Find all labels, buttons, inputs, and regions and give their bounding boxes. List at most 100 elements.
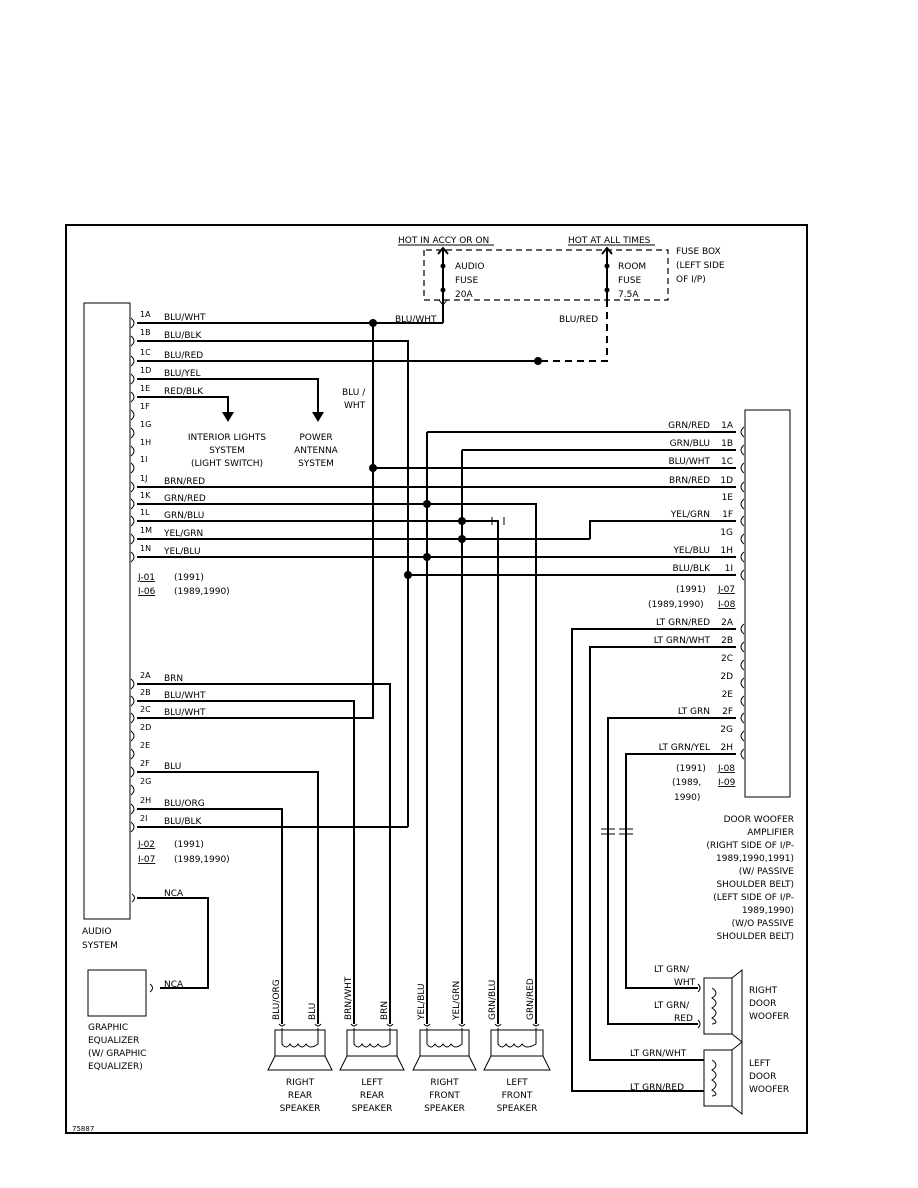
audio-wire-label: BRN — [164, 674, 183, 684]
audio-pin-label: 1H — [140, 438, 151, 447]
audio-pin-label: 1F — [140, 402, 150, 411]
equalizer-label-4: EQUALIZER) — [88, 1062, 143, 1072]
left-woofer-label-3: WOOFER — [749, 1085, 789, 1095]
audio-conn1-years-2: (1989,1990) — [174, 587, 230, 597]
right-woofer-wire-1a: LT GRN/ — [654, 965, 690, 975]
fuse-box: HOT IN ACCY OR ON HOT AT ALL TIMES FUSE … — [395, 236, 725, 325]
amp-wire-label: GRN/RED — [668, 421, 710, 431]
amp-pin-label: 2F — [722, 707, 733, 717]
interior-lights-arrow-icon — [222, 412, 234, 422]
amp-wire-label: BRN/RED — [669, 476, 710, 486]
audio-pin-label: 1I — [140, 455, 147, 464]
pin-bracket — [130, 481, 135, 493]
pin-bracket — [740, 569, 745, 581]
amp-pin-label: 1F — [722, 510, 733, 520]
audio-wire-label: BLU/WHT — [164, 708, 206, 718]
svg-text:AMPLIFIER: AMPLIFIER — [747, 828, 794, 838]
speaker-label: RIGHT — [430, 1078, 459, 1088]
svg-text:(W/O PASSIVE: (W/O PASSIVE — [732, 919, 795, 929]
pin-bracket — [130, 515, 135, 527]
pin-bracket — [740, 677, 745, 689]
pin-bracket — [130, 730, 135, 742]
audio-conn2-id-1: J-02 — [137, 840, 155, 850]
amp-conn2-id-2: I-09 — [718, 778, 736, 788]
svg-text:DOOR WOOFER: DOOR WOOFER — [724, 815, 794, 825]
audio-conn2-years-1: (1991) — [174, 840, 204, 850]
pin-bracket — [130, 498, 135, 510]
audio-pin-label: 1D — [140, 366, 151, 375]
pin-bracket — [130, 335, 135, 347]
amp-pin-label: 2C — [721, 654, 733, 664]
audio-pin-label: 1B — [140, 328, 151, 337]
power-antenna-arrow-icon — [312, 412, 324, 422]
left-door-woofer: LEFT DOOR WOOFER LT GRN/WHT LT GRN/RED — [630, 1040, 789, 1116]
speaker-wire-label: BLU — [308, 1003, 318, 1020]
fuse-box-label-3: OF I/P) — [676, 275, 706, 285]
audio-fuse-label-1: AUDIO — [455, 262, 484, 272]
svg-text:(RIGHT SIDE OF I/P-: (RIGHT SIDE OF I/P- — [706, 841, 794, 851]
amp-wire-label: LT GRN — [678, 707, 710, 717]
audio-pin-label: 2I — [140, 814, 147, 823]
audio-wire-label: BLU/RED — [164, 351, 203, 361]
pin-bracket — [130, 821, 135, 833]
left-woofer-wire-1: LT GRN/WHT — [630, 1049, 687, 1059]
amp-pin-label: 1C — [721, 457, 733, 467]
left-woofer-wire-2: LT GRN/RED — [630, 1083, 684, 1093]
speaker-label: SPEAKER — [424, 1104, 465, 1114]
amp-wire-label: GRN/BLU — [670, 439, 710, 449]
fuse-wire-label-blu-wht: BLU/WHT — [395, 315, 437, 325]
pin-bracket — [740, 730, 745, 742]
pin-bracket — [130, 391, 135, 403]
pin-bracket — [130, 317, 135, 329]
audio-fuse-label-2: FUSE — [455, 276, 478, 286]
left-woofer-label-1: LEFT — [749, 1059, 771, 1069]
pin-bracket — [740, 712, 745, 724]
audio-wire-label: BLU — [164, 762, 181, 772]
pin-bracket — [130, 427, 135, 439]
amplifier-label: DOOR WOOFER AMPLIFIER (RIGHT SIDE OF I/P… — [706, 815, 794, 942]
fuse-box-label-1: FUSE BOX — [676, 247, 721, 257]
audio-conn1-id-2: I-06 — [138, 587, 156, 597]
speaker-wire-label: BRN — [380, 1001, 390, 1020]
amp-pin-label: 2B — [721, 636, 733, 646]
audio-conn2-id-2: I-07 — [138, 855, 155, 865]
audio-conn2-years-2: (1989,1990) — [174, 855, 230, 865]
svg-text:(W/ PASSIVE: (W/ PASSIVE — [739, 867, 795, 877]
amp-conn2-id-1: J-08 — [717, 764, 735, 774]
speaker-label: LEFT — [361, 1078, 383, 1088]
room-fuse-label-1: ROOM — [618, 262, 646, 272]
fuse-box-label-2: (LEFT SIDE — [676, 261, 725, 271]
pin-bracket — [740, 533, 745, 545]
svg-text:(LEFT SIDE OF I/P-: (LEFT SIDE OF I/P- — [713, 893, 794, 903]
audio-pin-label: 1M — [140, 526, 152, 535]
right-woofer-wire-2b: RED — [674, 1014, 693, 1024]
audio-pin-label: 1K — [140, 491, 151, 500]
speaker-wire-label: YEL/GRN — [452, 981, 462, 1021]
right-door-woofer: RIGHT DOOR WOOFER LT GRN/ WHT LT GRN/ RE… — [654, 965, 789, 1044]
amp-pin-label: 1B — [721, 439, 733, 449]
amp-pin-label: 1D — [720, 476, 733, 486]
pin-bracket — [740, 444, 745, 456]
harness-wires — [137, 322, 736, 1092]
pin-bracket — [740, 515, 745, 527]
right-woofer-wire-2a: LT GRN/ — [654, 1001, 690, 1011]
amp-conn2-years-2: (1989, — [672, 778, 701, 788]
pin-bracket — [740, 551, 745, 563]
speaker-label: FRONT — [502, 1091, 533, 1101]
audio-pin-label: 2B — [140, 688, 151, 697]
audio-pin-label: 1C — [140, 348, 151, 357]
graphic-equalizer-box — [87, 969, 147, 1017]
room-fuse-label-3: 7.5A — [618, 290, 639, 300]
pin-bracket — [130, 803, 135, 815]
amp-wire-label: BLU/BLK — [673, 564, 712, 574]
pin-bracket — [130, 462, 135, 474]
interior-lights-label-1: INTERIOR LIGHTS — [188, 433, 267, 443]
svg-text:1989,1990): 1989,1990) — [742, 906, 794, 916]
audio-pin-label: 1L — [140, 508, 150, 517]
audio-pin-label: 2E — [140, 741, 150, 750]
